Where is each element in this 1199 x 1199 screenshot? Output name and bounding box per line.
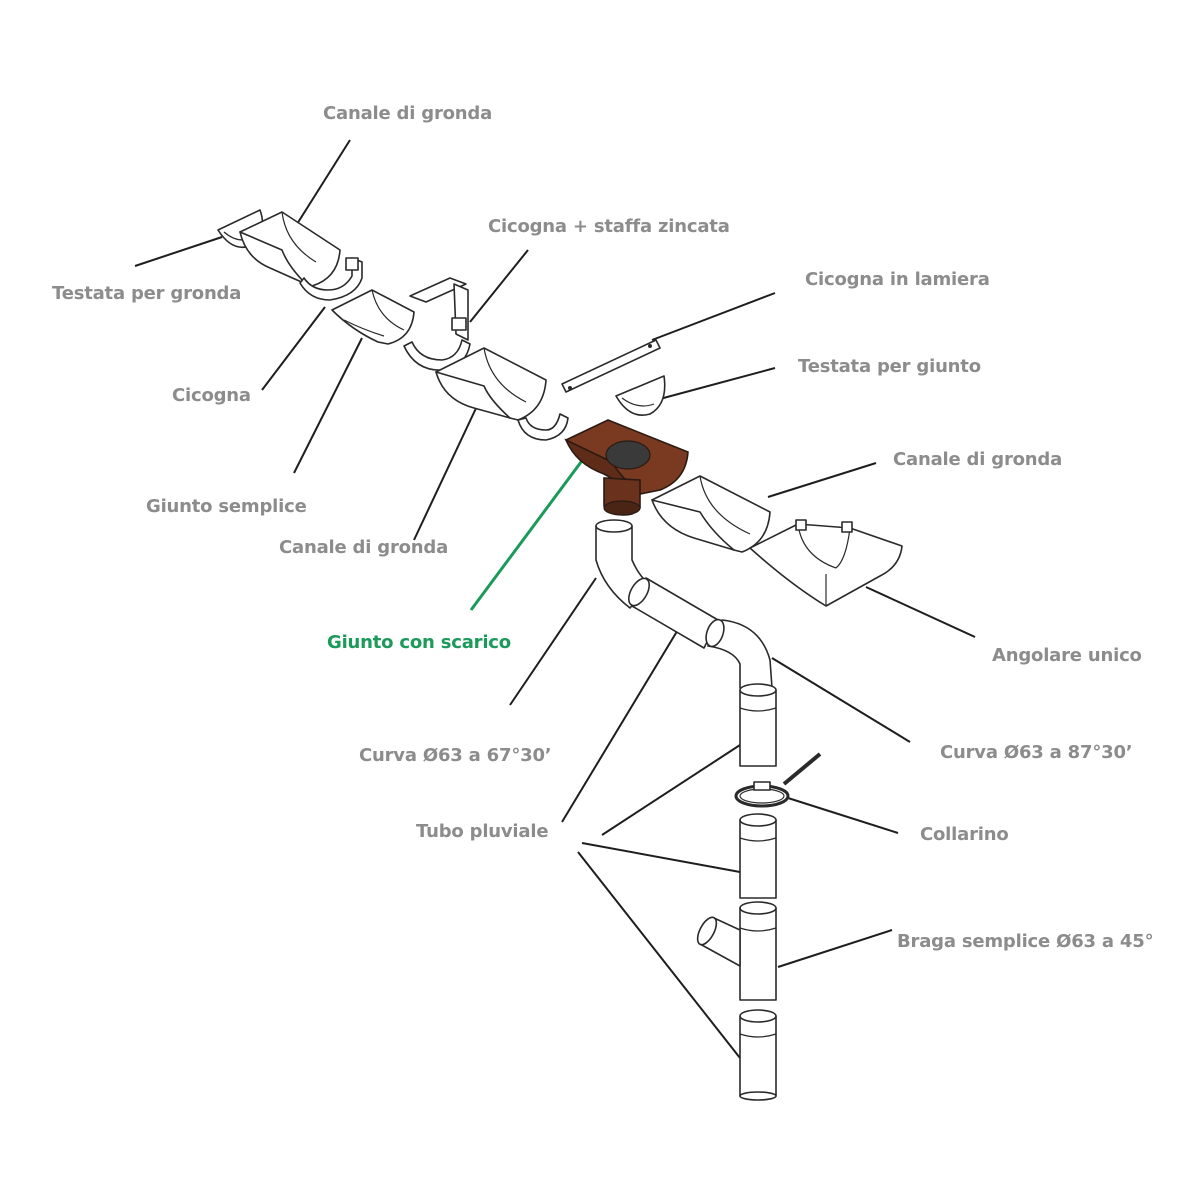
callout-cicogna-lamiera bbox=[651, 292, 776, 341]
callout-lines bbox=[134, 139, 976, 1059]
elbow-87 bbox=[705, 618, 773, 689]
hanger-bracket bbox=[403, 277, 471, 371]
callout-tubo-pluviale-3 bbox=[581, 842, 741, 873]
label-giunto-semplice: Giunto semplice bbox=[146, 496, 307, 517]
gutter-parts bbox=[217, 209, 903, 1101]
callout-cicogna bbox=[261, 306, 326, 391]
callout-canale-gronda-mid bbox=[413, 403, 479, 541]
callout-canale-gronda-top bbox=[291, 139, 351, 233]
callout-curva-87 bbox=[771, 657, 911, 743]
callout-canale-gronda-right bbox=[767, 462, 877, 498]
callout-collarino bbox=[787, 797, 899, 834]
label-testata-gronda: Testata per gronda bbox=[52, 283, 242, 304]
callout-angolare-unico bbox=[865, 586, 976, 638]
callout-testata-giunto bbox=[655, 367, 776, 401]
callout-giunto-semplice bbox=[293, 337, 363, 474]
label-collarino: Collarino bbox=[920, 824, 1009, 845]
gutter-channel-3 bbox=[651, 475, 771, 553]
gutter-channel-2 bbox=[435, 347, 569, 441]
downpipe-segment-2 bbox=[739, 813, 777, 899]
label-canale-gronda-top: Canale di gronda bbox=[323, 103, 493, 124]
corner-piece bbox=[749, 519, 903, 607]
sheet-hanger bbox=[561, 339, 661, 393]
label-angolare-unico: Angolare unico bbox=[992, 645, 1142, 666]
callout-giunto-scarico bbox=[469, 457, 586, 611]
label-cicogna-staffa: Cicogna + staffa zincata bbox=[488, 216, 730, 237]
label-giunto-scarico: Giunto con scarico bbox=[327, 632, 511, 653]
label-cicogna-lamiera: Cicogna in lamiera bbox=[805, 269, 990, 290]
label-curva-67: Curva Ø63 a 67°30’ bbox=[359, 745, 552, 766]
label-tubo-pluviale: Tubo pluviale bbox=[416, 821, 549, 842]
callout-braga bbox=[777, 929, 893, 968]
simple-joint bbox=[331, 289, 415, 345]
outlet-joint-highlight bbox=[564, 419, 689, 516]
label-testata-giunto: Testata per giunto bbox=[798, 356, 981, 377]
downpipe-segment-3 bbox=[739, 1009, 777, 1101]
label-canale-gronda-mid: Canale di gronda bbox=[279, 537, 449, 558]
downpipe-segment-1 bbox=[739, 683, 777, 767]
callout-testata-gronda bbox=[134, 236, 223, 267]
callout-curva-67 bbox=[509, 577, 597, 706]
hanger-1 bbox=[299, 257, 363, 301]
gutter-channel-1 bbox=[239, 211, 341, 287]
collar-clamp bbox=[734, 752, 822, 808]
callout-tubo-pluviale-2 bbox=[601, 744, 741, 836]
label-curva-87: Curva Ø63 a 87°30’ bbox=[940, 742, 1133, 763]
callout-tubo-pluviale-4 bbox=[577, 851, 741, 1059]
label-canale-gronda-right: Canale di gronda bbox=[893, 449, 1063, 470]
label-braga: Braga semplice Ø63 a 45° bbox=[897, 931, 1154, 952]
label-cicogna: Cicogna bbox=[172, 385, 251, 406]
branch-fitting bbox=[696, 901, 777, 1001]
joint-end-cap bbox=[615, 375, 666, 416]
callout-cicogna-staffa bbox=[469, 249, 529, 323]
downpipe-diagonal bbox=[627, 577, 719, 649]
callout-tubo-pluviale-1 bbox=[561, 627, 680, 823]
